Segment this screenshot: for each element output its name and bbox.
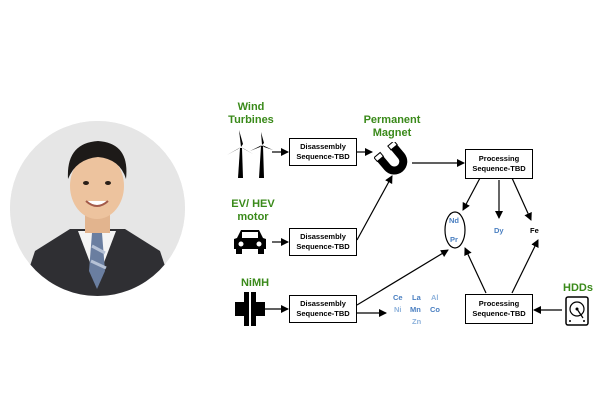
element-pr: Pr xyxy=(450,235,458,244)
element-ni: Ni xyxy=(394,305,402,314)
hdds-label: HDDs xyxy=(563,282,593,294)
element-al: Al xyxy=(431,293,439,302)
element-ce: Ce xyxy=(393,293,403,302)
element-la: La xyxy=(412,293,421,302)
disassembly-box-wind: Disassembly Sequence-TBD xyxy=(289,138,357,166)
disassembly-box-ev: Disassembly Sequence-TBD xyxy=(289,228,357,256)
portrait-photo xyxy=(10,121,185,296)
ev-hev-motor-label: EV/ HEV motor xyxy=(231,198,275,223)
battery-icon xyxy=(235,292,265,326)
processing-box-magnet: Processing Sequence-TBD xyxy=(465,149,533,179)
person-image xyxy=(10,121,185,296)
permanent-magnet-label: Permanent Magnet xyxy=(363,114,421,139)
wind-turbine-icon xyxy=(227,130,273,178)
element-dy: Dy xyxy=(494,226,504,235)
element-co: Co xyxy=(430,305,440,314)
magnet-icon xyxy=(374,142,408,175)
car-icon xyxy=(234,230,266,254)
nimh-label: NiMH xyxy=(240,277,270,289)
disassembly-box-nimh: Disassembly Sequence-TBD xyxy=(289,295,357,323)
hard-drive-icon xyxy=(565,296,589,326)
wind-turbines-label: Wind Turbines xyxy=(228,101,274,126)
element-nd: Nd xyxy=(449,216,459,225)
element-zn: Zn xyxy=(412,317,422,326)
processing-box-hdd: Processing Sequence-TBD xyxy=(465,294,533,324)
element-fe: Fe xyxy=(530,226,539,235)
element-mn: Mn xyxy=(410,305,421,314)
